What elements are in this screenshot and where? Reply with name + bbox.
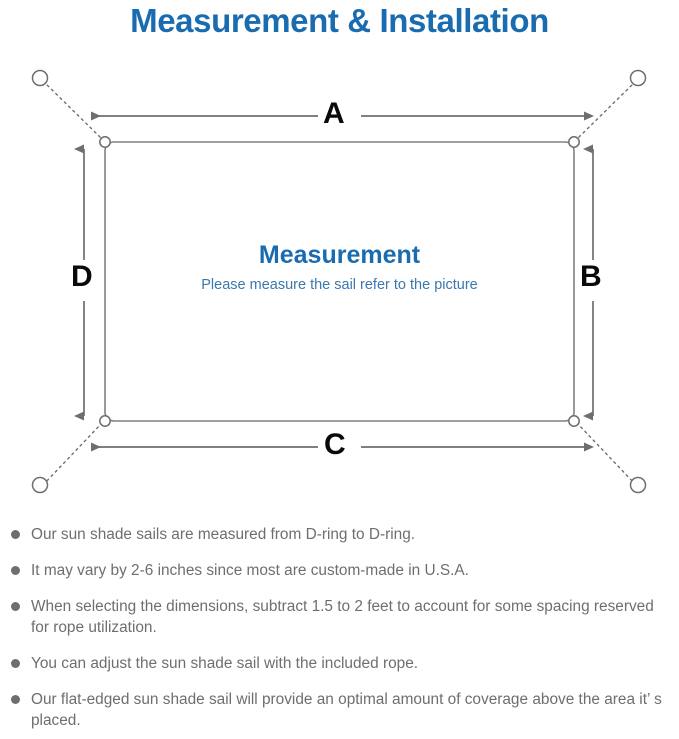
rope-top-left [42,80,103,140]
anchor-ring-bottom-left [31,476,49,494]
list-item-text: When selecting the dimensions, subtract … [31,598,654,636]
bullet-icon [11,602,20,611]
list-item-text: Our flat-edged sun shade sail will provi… [31,691,662,729]
dimension-label-a: A [323,97,345,130]
dimension-label-b: B [580,260,602,293]
rope-bottom-left [42,422,103,486]
d-ring-top-left [99,136,111,148]
d-ring-top-right [568,136,580,148]
sail-body [104,141,575,422]
list-item-text: You can adjust the sun shade sail with t… [31,655,419,672]
rope-bottom-right [576,422,637,486]
d-ring-bottom-left [99,415,111,427]
list-item-text: It may vary by 2-6 inches since most are… [31,562,469,579]
sail-diagram [31,69,647,494]
anchor-ring-top-left [31,69,49,87]
d-ring-bottom-right [568,415,580,427]
list-item: When selecting the dimensions, subtract … [0,596,679,638]
rope-top-right [576,80,637,140]
bullet-icon [11,530,20,539]
list-item-text: Our sun shade sails are measured from D-… [31,526,416,543]
page-title: Measurement & Installation [130,2,549,39]
anchor-ring-top-right [629,69,647,87]
list-item: Our sun shade sails are measured from D-… [0,524,679,545]
bullet-icon [11,659,20,668]
anchor-ring-bottom-right [629,476,647,494]
notes-list: Our sun shade sails are measured from D-… [0,524,679,731]
dimension-label-c: C [324,428,346,461]
bullet-icon [11,695,20,704]
list-item: You can adjust the sun shade sail with t… [0,653,679,674]
list-item: It may vary by 2-6 inches since most are… [0,560,679,581]
bullet-icon [11,566,20,575]
dimension-label-d: D [71,260,93,293]
list-item: Our flat-edged sun shade sail will provi… [0,689,679,731]
